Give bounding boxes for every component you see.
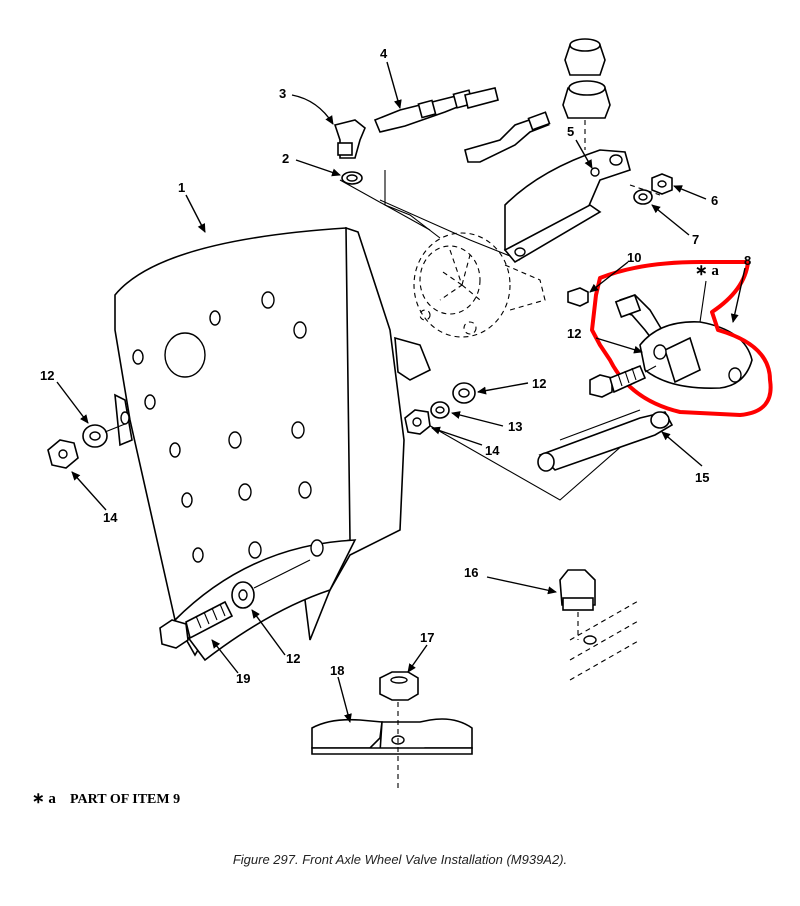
callout-13: 13 <box>451 411 522 434</box>
clamp-plate-item-18 <box>311 702 473 790</box>
svg-text:3: 3 <box>279 86 286 101</box>
callout-14-left: 14 <box>71 471 118 525</box>
svg-text:17: 17 <box>420 630 434 645</box>
callout-5: 5 <box>567 124 593 169</box>
footnote: ∗ a PART OF ITEM 9 <box>32 791 180 807</box>
callout-7: 7 <box>651 204 699 247</box>
svg-text:18: 18 <box>330 663 344 678</box>
callout-14-center: 14 <box>431 426 500 458</box>
svg-text:16: 16 <box>464 565 478 580</box>
brake-backing-plate <box>114 179 641 662</box>
red-highlight-outline <box>590 260 773 417</box>
bolt-item-19 <box>159 600 234 649</box>
svg-text:10: 10 <box>627 250 641 265</box>
svg-text:12: 12 <box>532 376 546 391</box>
callout-12-bottom: 12 <box>251 609 300 666</box>
svg-text:19: 19 <box>236 671 250 686</box>
washer-item-12-center <box>452 382 476 404</box>
elbow-fitting-item-3 <box>333 119 366 159</box>
o-ring-item-2 <box>341 171 363 185</box>
callout-8: 8 <box>730 253 751 323</box>
svg-text:15: 15 <box>695 470 709 485</box>
nut-item-14-center <box>404 409 431 435</box>
svg-text:4: 4 <box>380 46 388 61</box>
fitting-item-16 <box>559 569 641 681</box>
callout-10: 10 <box>589 250 641 293</box>
callout-2: 2 <box>282 151 341 177</box>
callout-1: 1 <box>178 180 206 233</box>
svg-text:1: 1 <box>178 180 185 195</box>
svg-text:7: 7 <box>692 232 699 247</box>
tube-and-flange-assembly <box>614 294 753 389</box>
svg-text:14: 14 <box>485 443 500 458</box>
highlight-label: ∗ a <box>695 263 719 323</box>
svg-text:8: 8 <box>744 253 751 268</box>
valve-cap-assembly <box>562 38 611 150</box>
svg-text:12: 12 <box>286 651 300 666</box>
callout-3: 3 <box>279 86 334 125</box>
svg-text:5: 5 <box>567 124 574 139</box>
wheel-valve-body <box>384 170 546 338</box>
svg-text:12: 12 <box>40 368 54 383</box>
svg-text:14: 14 <box>103 510 118 525</box>
callout-15: 15 <box>661 431 709 485</box>
callout-12-center: 12 <box>477 376 546 395</box>
svg-text:2: 2 <box>282 151 289 166</box>
callout-12-left: 12 <box>40 368 89 424</box>
callout-12-right: 12 <box>567 326 643 354</box>
callout-19: 19 <box>211 639 250 686</box>
air-hose-item-4 <box>373 87 551 163</box>
bolt-item-12-right <box>589 364 657 398</box>
callout-6: 6 <box>673 185 718 208</box>
svg-text:∗ a: ∗ a <box>695 263 719 279</box>
svg-text:6: 6 <box>711 193 718 208</box>
nut-item-6 <box>651 173 673 195</box>
nut-item-17 <box>379 671 419 701</box>
footnote-text: PART OF ITEM 9 <box>70 792 180 807</box>
washer-item-12-bottom <box>231 581 255 609</box>
washer-item-13 <box>430 401 450 419</box>
nut-item-14-left <box>47 439 79 469</box>
callout-16: 16 <box>464 565 557 595</box>
washer-item-12-left <box>82 424 108 448</box>
spacer-item-10 <box>567 287 589 307</box>
callout-17: 17 <box>407 630 434 673</box>
valve-bracket <box>503 149 661 264</box>
lever-item-15 <box>537 409 674 472</box>
svg-text:13: 13 <box>508 419 522 434</box>
footnote-symbol: ∗ a <box>32 791 56 807</box>
svg-text:12: 12 <box>567 326 581 341</box>
washer-item-7 <box>633 189 653 205</box>
callout-18: 18 <box>330 663 352 723</box>
figure-caption: Figure 297. Front Axle Wheel Valve Insta… <box>233 852 567 867</box>
callout-4: 4 <box>380 46 402 109</box>
